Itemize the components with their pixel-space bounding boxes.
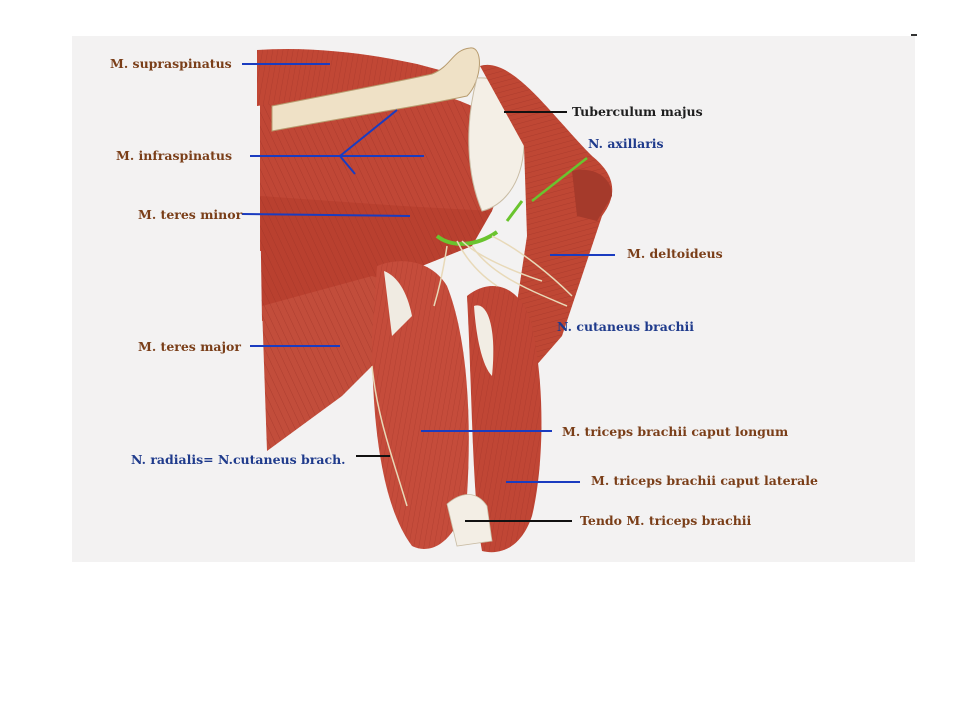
- label-m-supraspinatus: M. supraspinatus: [110, 56, 232, 71]
- triceps-caput-laterale-muscle: [467, 286, 542, 553]
- teres-minor-muscle: [260, 196, 492, 321]
- shoulder-anatomy-illustration: [241, 47, 615, 553]
- pointer-line-green: [531, 157, 588, 202]
- deltoideus-muscle: [480, 64, 613, 376]
- teres-major-muscle: [262, 276, 402, 451]
- label-n-radialis: N. radialis= N.cutaneus brach.: [131, 452, 346, 467]
- label-triceps-caput-laterale: M. triceps brachii caput laterale: [591, 473, 818, 488]
- label-m-deltoideus: M. deltoideus: [627, 246, 723, 261]
- label-triceps-caput-longum: M. triceps brachii caput longum: [562, 424, 789, 439]
- label-n-cutaneus-brachii: N. cutaneus brachii: [557, 319, 695, 334]
- corner-tick: [911, 34, 917, 36]
- label-n-axillaris: N. axillaris: [588, 136, 664, 151]
- triceps-caput-longum-muscle: [372, 261, 469, 549]
- anatomy-figure-panel: M. supraspinatus Tuberculum majus N. axi…: [72, 36, 915, 562]
- label-tendo-triceps: Tendo M. triceps brachii: [580, 513, 752, 528]
- label-m-infraspinatus: M. infraspinatus: [116, 148, 233, 163]
- label-m-teres-minor: M. teres minor: [138, 207, 243, 222]
- label-m-teres-major: M. teres major: [138, 339, 241, 354]
- acromion-bone: [271, 47, 480, 132]
- nerve-branches: [371, 235, 573, 507]
- pointer-lines-blue: [241, 63, 615, 483]
- label-tuberculum-majus: Tuberculum majus: [572, 104, 703, 119]
- pointer-lines-black: [356, 111, 572, 522]
